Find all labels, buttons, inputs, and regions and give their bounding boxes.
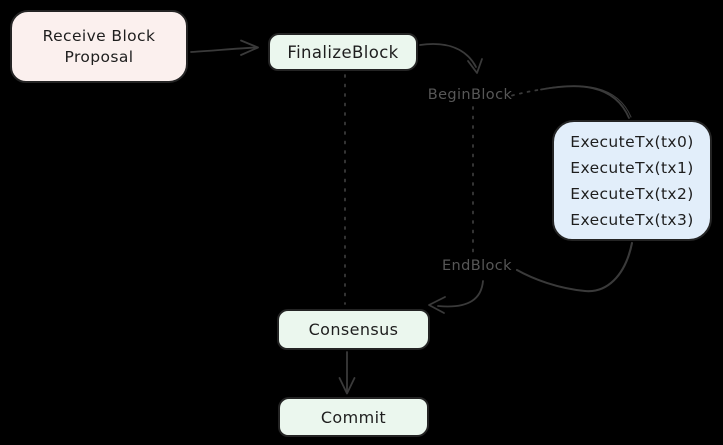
node-commit-label: Commit [320,407,387,427]
curve-beginblock-to-executetx [540,85,630,119]
arrowhead-consensus-to-commit [338,377,356,395]
label-beginblock: BeginBlock [427,87,513,103]
curve-beginblock-to-executetx-overdraw [544,85,632,118]
node-commit: Commit [278,397,429,437]
execute-tx-line: ExecuteTx(tx1) [570,158,694,177]
node-finalize-block: FinalizeBlock [268,33,418,71]
arrowhead-receive-to-finalize [240,39,259,56]
label-endblock: EndBlock [442,258,512,274]
node-receive-block-proposal: Receive Block Proposal [10,10,188,83]
node-consensus-label: Consensus [308,320,399,339]
arrow-receive-to-finalize [190,46,257,53]
node-consensus: Consensus [277,309,430,350]
arrow-endblock-to-consensus [437,280,484,308]
connector-strokes [190,39,634,395]
execute-tx-line: ExecuteTx(tx2) [570,184,694,203]
dotted-segment-beginblock-to-executetx [511,88,542,97]
node-execute-tx: ExecuteTx(tx0) ExecuteTx(tx1) ExecuteTx(… [552,120,712,241]
execute-tx-line: ExecuteTx(tx0) [570,132,694,151]
arrow-finalize-to-beginblock [419,43,477,68]
node-receive-block-proposal-label: Receive Block Proposal [42,26,156,66]
node-finalize-block-label: FinalizeBlock [287,42,399,62]
execute-tx-line: ExecuteTx(tx3) [570,210,694,229]
arrowhead-endblock-to-consensus [428,296,446,314]
curve-executetx-to-endblock [515,241,634,293]
arrowhead-finalize-to-beginblock [467,58,483,74]
